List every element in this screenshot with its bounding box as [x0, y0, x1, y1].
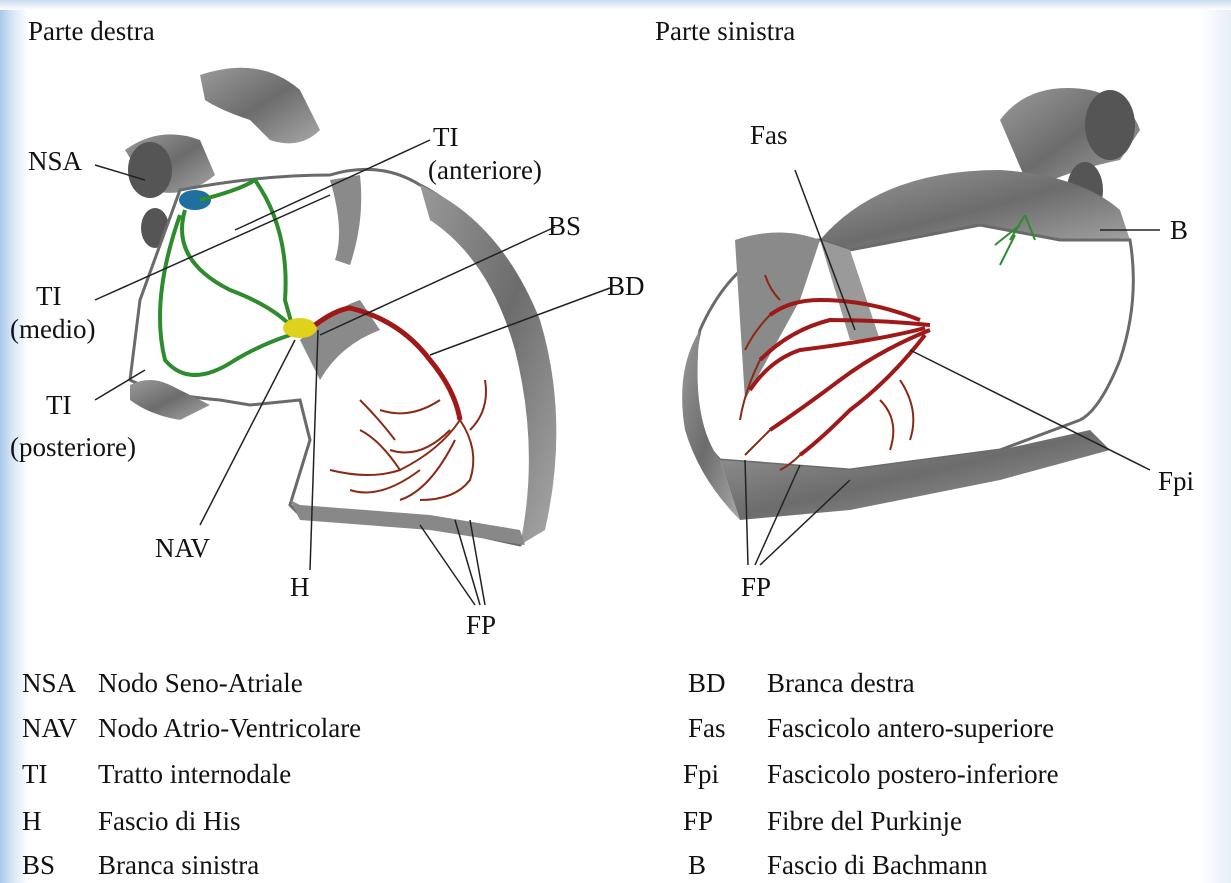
heading-left-side: Parte sinistra	[655, 18, 795, 45]
legend-abbr: NAV	[22, 715, 77, 742]
label-ti-medio: TI	[36, 283, 61, 310]
label-fp-left: FP	[741, 574, 771, 601]
label-nsa: NSA	[28, 148, 82, 175]
label-fpi: Fpi	[1158, 468, 1194, 495]
legend-text: Nodo Seno-Atriale	[98, 670, 303, 697]
legend-text: Nodo Atrio-Ventricolare	[98, 715, 361, 742]
legend-text: Fibre del Purkinje	[767, 808, 962, 835]
label-bs: BS	[548, 213, 581, 240]
legend-text: Fascicolo postero-inferiore	[767, 761, 1059, 788]
legend-text: Fascio di His	[98, 808, 241, 835]
label-nav: NAV	[155, 535, 210, 562]
label-ti-posteriore-qualifier: (posteriore)	[10, 434, 136, 461]
label-fp-right: FP	[466, 612, 496, 639]
legend-abbr: BD	[688, 670, 726, 697]
legend-abbr: B	[688, 852, 706, 879]
legend-abbr: BS	[22, 852, 55, 879]
label-ti-posteriore: TI	[46, 392, 71, 419]
label-ti-anterior-qualifier: (anteriore)	[428, 157, 542, 184]
label-ti-medio-qualifier: (medio)	[10, 316, 95, 343]
legend-text: Fascio di Bachmann	[767, 852, 987, 879]
legend-text: Tratto internodale	[98, 761, 291, 788]
legend-text: Branca sinistra	[98, 852, 259, 879]
legend-abbr: H	[22, 808, 42, 835]
label-ti-anterior: TI	[433, 124, 458, 151]
legend-abbr: NSA	[22, 670, 76, 697]
left-heart-drawing	[682, 88, 1140, 520]
legend-text: Fascicolo antero-superiore	[767, 715, 1054, 742]
legend-abbr: Fpi	[683, 761, 719, 788]
label-h: H	[290, 574, 310, 601]
label-b: B	[1170, 217, 1188, 244]
legend-abbr: TI	[22, 761, 47, 788]
legend-text: Branca destra	[767, 670, 915, 697]
right-heart-drawing	[125, 68, 556, 545]
label-fas: Fas	[750, 122, 788, 149]
label-bd: BD	[607, 273, 645, 300]
legend-abbr: Fas	[688, 715, 726, 742]
legend-abbr: FP	[683, 808, 713, 835]
heading-right-side: Parte destra	[28, 18, 155, 45]
av-node	[283, 318, 317, 338]
